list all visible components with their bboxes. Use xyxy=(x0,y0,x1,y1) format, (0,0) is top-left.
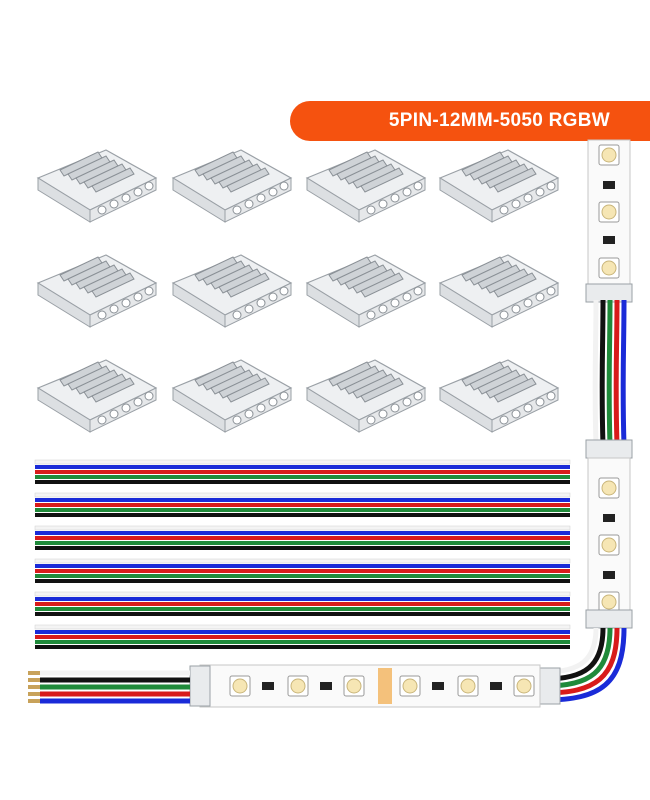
connector-icon xyxy=(306,149,426,223)
connector-icon xyxy=(172,254,292,328)
wire-icon xyxy=(34,459,571,485)
connector-icon xyxy=(439,254,559,328)
connector-icon xyxy=(37,359,157,433)
connector-icon xyxy=(439,359,559,433)
connector-grid xyxy=(37,149,559,433)
connector-icon xyxy=(37,149,157,223)
led-strip-icon xyxy=(28,664,561,708)
wire-icon xyxy=(34,624,571,650)
connector-icon xyxy=(306,359,426,433)
wire-icon xyxy=(34,558,571,584)
led-strip-icon xyxy=(544,139,633,703)
wire-icon xyxy=(34,525,571,551)
connector-icon xyxy=(172,149,292,223)
banner-title: 5PIN-12MM-5050 RGBW xyxy=(388,110,610,131)
product-banner: 5PIN-12MM-5050 RGBW xyxy=(290,101,650,141)
connector-icon xyxy=(37,254,157,328)
wire-bundles xyxy=(34,459,571,650)
connector-icon xyxy=(172,359,292,433)
wire-icon xyxy=(34,591,571,617)
connector-icon xyxy=(306,254,426,328)
connector-icon xyxy=(439,149,559,223)
wire-icon xyxy=(34,492,571,518)
